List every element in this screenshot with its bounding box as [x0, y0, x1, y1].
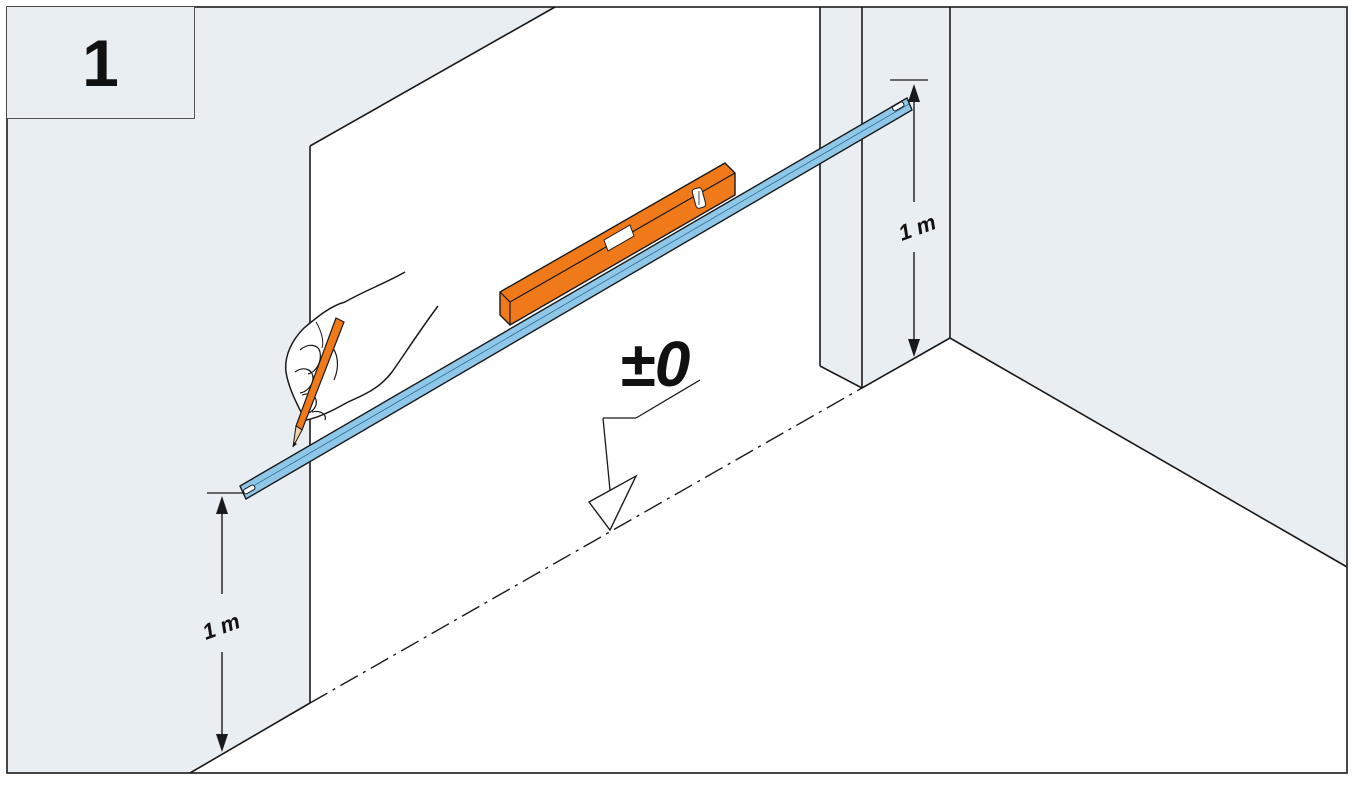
hand-with-pencil-icon: [284, 271, 439, 448]
datum-triangle-icon: [587, 379, 701, 532]
room-edges: [6, 6, 1348, 774]
left-wall: [7, 7, 555, 773]
step-number: 1: [82, 25, 119, 100]
datum-line: [309, 387, 863, 704]
right-height-dimension: [908, 84, 920, 357]
zero-level-label: ±0: [620, 328, 691, 400]
left-height-dimension: [216, 496, 228, 752]
spirit-level: [499, 162, 736, 326]
straightedge-ruler: [239, 96, 913, 500]
wall-pillar: [820, 7, 950, 388]
step-number-box: 1: [7, 7, 195, 119]
right-wall: [950, 7, 1347, 567]
